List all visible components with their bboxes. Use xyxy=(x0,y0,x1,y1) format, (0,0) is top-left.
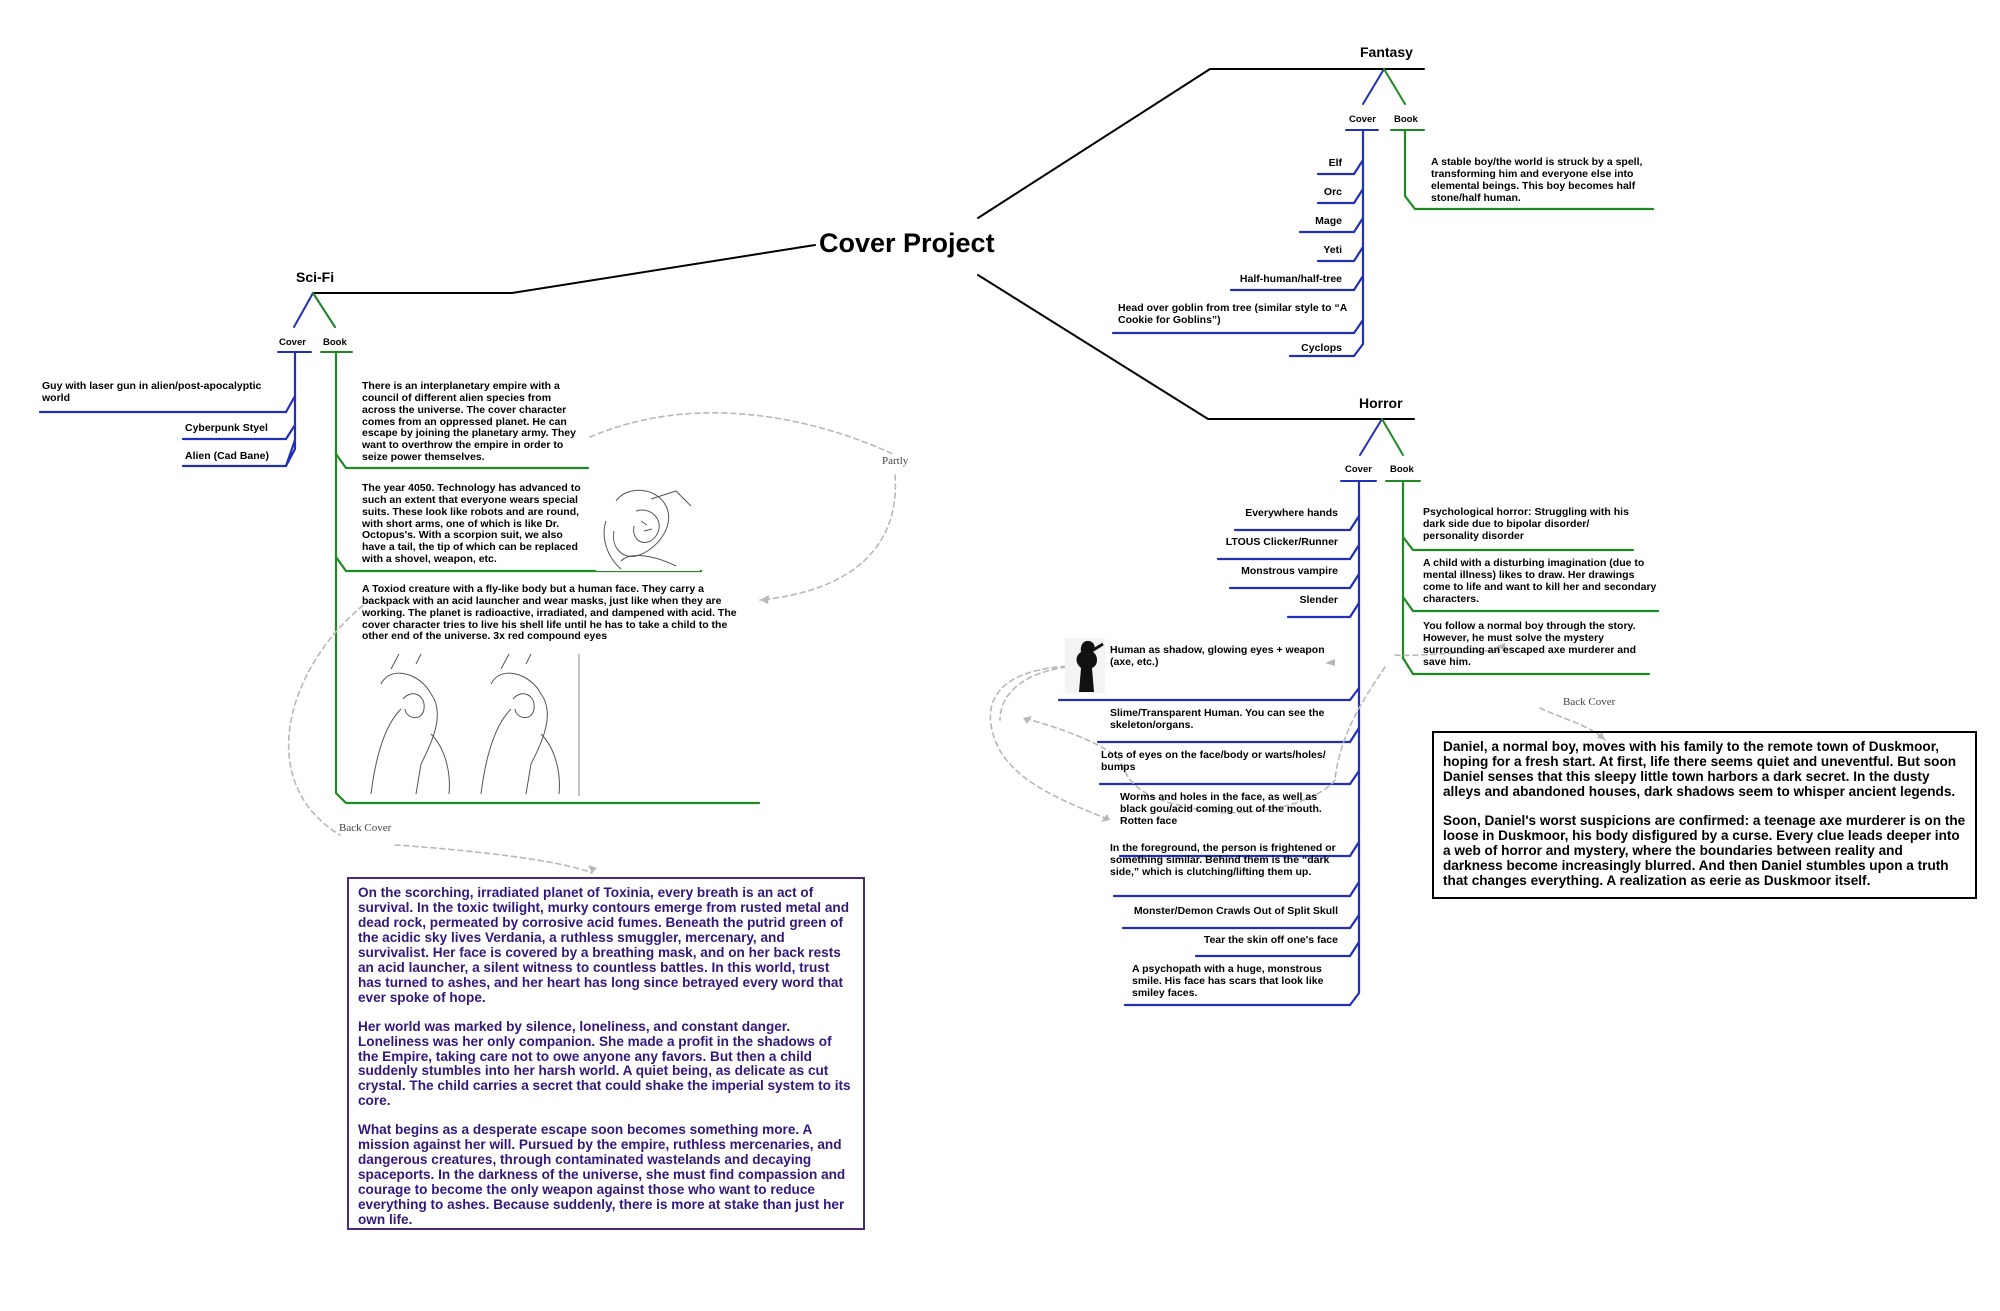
scifi-back-cover-text: On the scorching, irradiated planet of T… xyxy=(347,877,865,1230)
horror-cover-item: Human as shadow, glowing eyes + weapon (… xyxy=(1110,644,1325,668)
scifi-book-branches xyxy=(334,350,761,805)
horror-cover-item: Monstrous vampire xyxy=(1241,565,1338,577)
dashed-connectors xyxy=(287,412,1606,874)
horror-book-item: A child with a disturbing imagination (d… xyxy=(1423,557,1657,605)
robot-suit-sketch-image xyxy=(596,481,700,571)
scifi-back-cover-label: Back Cover xyxy=(339,822,392,834)
arrowheads xyxy=(588,595,1605,873)
horror-title: Horror xyxy=(1359,395,1403,411)
toxiod-creature-sketch-image xyxy=(361,654,583,796)
scifi-cover-item: Cyberpunk Styel xyxy=(185,422,268,434)
scifi-book-item: There is an interplanetary empire with a… xyxy=(362,380,576,464)
scifi-cover-fork xyxy=(293,292,336,328)
horror-back-cover-text: Daniel, a normal boy, moves with his fam… xyxy=(1432,731,1977,899)
scifi-title: Sci-Fi xyxy=(296,269,335,285)
fantasy-cover-label: Cover xyxy=(1349,114,1376,125)
scifi-cover-item: Alien (Cad Bane) xyxy=(185,450,270,462)
horror-cover-item: Monster/Demon Crawls Out of Split Skull xyxy=(1133,905,1338,917)
fantasy-cover-item: Yeti xyxy=(1323,244,1342,256)
horror-cover-label: Cover xyxy=(1345,464,1372,475)
horror-book-item: Psychological horror: Struggling with hi… xyxy=(1423,506,1629,542)
horror-cover-item: Slime/Transparent Human. You can see the… xyxy=(1110,707,1325,731)
scifi-book-item: A Toxiod creature with a fly-like body b… xyxy=(362,583,737,643)
scifi-cover-branches xyxy=(38,350,297,468)
scifi-cover-item: Guy with laser gun in alien/post-apocaly… xyxy=(42,380,262,404)
fantasy-cover-item: Orc xyxy=(1323,186,1342,198)
root-connectors xyxy=(312,68,1425,420)
scifi-book-item: The year 4050. Technology has advanced t… xyxy=(362,482,581,566)
scifi-book-fork xyxy=(312,292,336,328)
fantasy-book-branches xyxy=(1403,128,1655,211)
horror-cover-item: Everywhere hands xyxy=(1245,507,1338,519)
fantasy-cover-branches xyxy=(1111,128,1365,358)
horror-cover-item: Slender xyxy=(1299,594,1338,606)
fantasy-cover-item: Head over goblin from tree (similar styl… xyxy=(1118,302,1347,326)
horror-cover-item: Lots of eyes on the face/body or warts/h… xyxy=(1101,749,1326,773)
fantasy-book-item: A stable boy/the world is struck by a sp… xyxy=(1431,156,1643,204)
horror-cover-item: In the foreground, the person is frighte… xyxy=(1110,842,1336,878)
scifi-cover-label: Cover xyxy=(279,337,306,348)
fantasy-cover-item: Cyclops xyxy=(1301,342,1342,354)
scifi-book-label: Book xyxy=(323,337,347,348)
fantasy-cover-item: Mage xyxy=(1315,215,1342,227)
horror-back-cover-label: Back Cover xyxy=(1563,696,1616,708)
horror-book-label: Book xyxy=(1390,464,1414,475)
partly-label: Partly xyxy=(882,455,909,467)
horror-cover-item: A psychopath with a huge, monstrous smil… xyxy=(1132,963,1324,999)
horror-cover-branches xyxy=(1057,479,1361,1007)
fantasy-book-label: Book xyxy=(1394,114,1418,125)
horror-cover-item: LTOUS Clicker/Runner xyxy=(1225,536,1338,548)
fantasy-title: Fantasy xyxy=(1360,44,1413,60)
fantasy-cover-item: Elf xyxy=(1328,157,1342,169)
horror-book-item: You follow a normal boy through the stor… xyxy=(1423,620,1636,668)
shadow-figure-image xyxy=(1065,638,1105,693)
horror-book-branches xyxy=(1401,479,1660,676)
horror-cover-item: Tear the skin off one's face xyxy=(1203,934,1338,946)
horror-cover-item: Worms and holes in the face, as well as … xyxy=(1120,791,1322,827)
root-title: Cover Project xyxy=(819,228,995,258)
fantasy-cover-item: Half-human/half-tree xyxy=(1239,273,1342,285)
